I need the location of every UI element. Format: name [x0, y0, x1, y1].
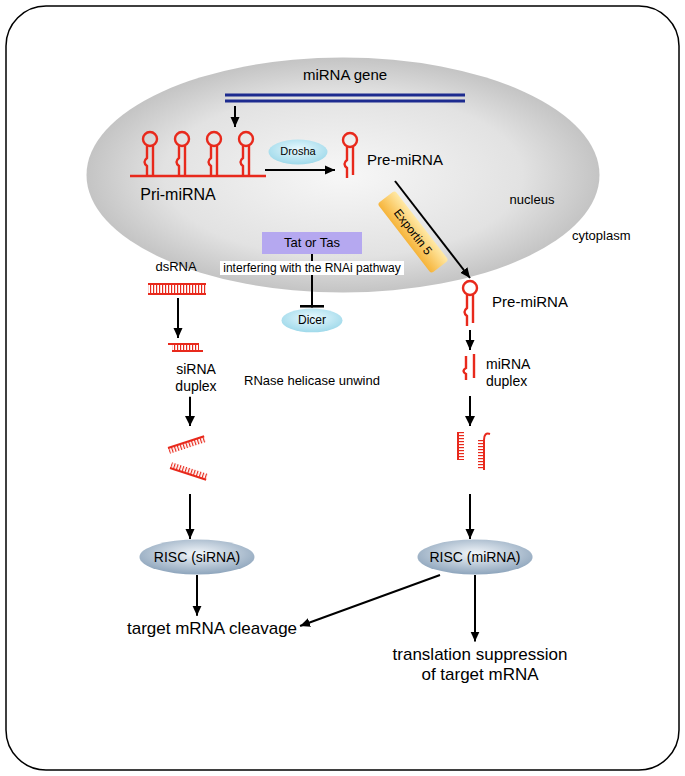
arrow-connector — [234, 106, 236, 127]
gene-group: miRNA gene — [220, 64, 470, 106]
dna-strand — [225, 100, 465, 103]
nucleus-ellipse — [87, 58, 600, 293]
enzyme-ellipse — [269, 140, 328, 165]
strand-bases — [458, 432, 464, 460]
pre-mirna-group: Pre-miRNA — [455, 278, 570, 330]
arrow-connector — [196, 575, 198, 616]
arrowhead — [185, 416, 195, 426]
protein-box: Tat or Tas — [262, 232, 362, 254]
molecule-label: siRNA duplex — [166, 361, 226, 395]
mirna-duplex-group: miRNA duplex — [453, 350, 548, 396]
complex-node: RISC (siRNA) — [139, 539, 255, 575]
molecule-label: dsRNA — [155, 259, 196, 275]
dsrna-symbol — [148, 284, 206, 294]
outcome-text: target mRNA cleavage — [127, 619, 297, 639]
arrowhead — [465, 416, 475, 426]
enzyme-label: Dicer — [298, 313, 326, 327]
arrow-connector — [474, 575, 476, 642]
sirna-duplex-group: siRNA duplex — [159, 338, 228, 397]
mirna-duplex-symbol — [464, 354, 475, 380]
base-pairs — [148, 284, 206, 294]
outcome-text: translation suppression of target mRNA — [385, 645, 575, 686]
single-strand — [457, 432, 459, 460]
protein-rect — [262, 232, 362, 254]
molecule-label: Pre-miRNA — [367, 151, 443, 169]
enzyme-node: Drosha — [268, 139, 328, 165]
base-pairs — [172, 344, 199, 351]
sirna-duplex-symbol — [168, 344, 203, 351]
nucleus-region: nucleus miRNA genePri-miRNA Drosha Pre-miRN… — [86, 57, 600, 293]
pre-mirna-group: Pre-miRNA — [335, 125, 445, 181]
compartment-label: cytoplasm — [572, 228, 631, 244]
strand-bases — [170, 462, 208, 479]
rna-strand — [168, 344, 203, 351]
arrow-connector — [177, 298, 179, 338]
dsrna-group: dsRNA — [144, 257, 210, 298]
complex-node: RISC (miRNA) — [417, 539, 533, 575]
molecule-label: Pre-miRNA — [492, 293, 568, 311]
annotation-text: interfering with the RNAi pathway — [220, 261, 403, 275]
arrow-connector — [469, 330, 471, 350]
hairpin-loop — [463, 281, 477, 295]
single-strand — [168, 436, 204, 448]
arrow-connector — [300, 575, 440, 626]
molecule-label: miRNA duplex — [486, 356, 542, 390]
arrow-connector — [265, 169, 335, 171]
enzyme-ellipse — [282, 308, 343, 332]
annotation-text: RNase helicase unwind — [244, 373, 380, 389]
protein-label: Tat or Tas — [284, 235, 340, 251]
exporter-label: Exportin 5 — [391, 206, 435, 258]
nucleus-ellipse — [86, 57, 600, 293]
strand-bases — [168, 436, 206, 453]
outcome-node: translation suppression of target mRNA — [382, 642, 578, 689]
pri-mirna-group: Pri-miRNA — [125, 127, 265, 207]
annotation-text: interfering with the RNAi pathway — [220, 261, 403, 275]
pre-mirna-symbol — [463, 281, 477, 326]
single-strand — [170, 468, 206, 480]
molecule-label: Pri-miRNA — [140, 185, 216, 204]
hairpin-stem — [465, 294, 474, 326]
complex-ellipse — [140, 540, 255, 575]
strand-bases — [478, 440, 484, 470]
strand-hook — [484, 434, 490, 440]
complex-label: RISC (miRNA) — [429, 549, 520, 566]
outcome-node: target mRNA cleavage — [124, 616, 300, 642]
unwound-sirna-strands — [168, 436, 208, 479]
rna-backbone — [130, 175, 266, 177]
enzyme-node: Dicer — [281, 308, 343, 333]
unwound-mirna-strands — [458, 432, 490, 470]
duplex-strands — [464, 354, 475, 380]
single-strand — [483, 440, 485, 470]
rna-strand — [148, 284, 206, 294]
compartment-label: cytoplasm — [572, 228, 631, 244]
complex-label: RISC (siRNA) — [154, 549, 240, 566]
frame-border — [6, 6, 679, 770]
complex-ellipse — [417, 540, 532, 575]
annotation-text: RNase helicase unwind — [244, 373, 380, 389]
dna-strand — [225, 94, 465, 97]
gene-label: miRNA gene — [303, 66, 387, 84]
compartment-label: nucleus — [510, 192, 555, 208]
enzyme-label: Drosha — [280, 145, 315, 158]
